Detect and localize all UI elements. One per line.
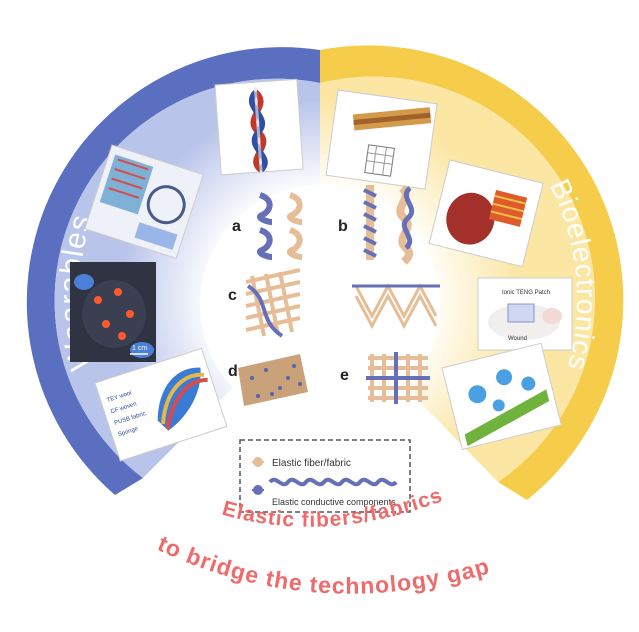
panel-c-label: c xyxy=(228,287,237,304)
panel-c: c xyxy=(228,268,440,338)
legend-conductive-label: Elastic conductive components xyxy=(272,497,396,507)
photo-teng-mouse: Ionic TENG Patch Wound xyxy=(477,277,573,351)
legend-conductive-swatch xyxy=(252,485,264,495)
panel-b-label: b xyxy=(338,218,348,235)
bottom-title-line2: to bridge the technology gap xyxy=(154,530,492,599)
photo-fiber-bundle xyxy=(325,89,438,190)
panel-e: e xyxy=(340,352,430,404)
legend-fiber-swatch xyxy=(252,457,264,467)
photo-braided-yarn xyxy=(214,78,304,176)
bioelectronics-ring xyxy=(320,45,624,500)
svg-text:Wound: Wound xyxy=(508,336,527,342)
panel-a: a xyxy=(232,192,303,260)
legend-box: Elastic fiber/fabric Elastic conductive … xyxy=(239,439,411,513)
legend-conductive-wave xyxy=(268,477,398,487)
photo-insole: TEY wool CF woven PUSB fabric Sponge xyxy=(94,347,228,462)
panel-d: d xyxy=(228,354,308,406)
svg-text:Ionic TENG Patch: Ionic TENG Patch xyxy=(502,290,550,296)
photo-textile-sensor xyxy=(84,144,204,259)
photo-led-glove: 1 cm xyxy=(70,262,156,362)
panel-b: b xyxy=(338,184,415,265)
photo-bacteria-fabric xyxy=(441,342,562,451)
photo-heart-device xyxy=(428,159,544,268)
wearables-ring xyxy=(26,47,320,495)
scale-bar-label: 1 cm xyxy=(132,345,147,352)
panel-e-label: e xyxy=(340,367,349,384)
panel-d-label: d xyxy=(228,363,238,380)
panel-a-label: a xyxy=(232,218,241,235)
legend-fiber-label: Elastic fiber/fabric xyxy=(272,458,351,469)
